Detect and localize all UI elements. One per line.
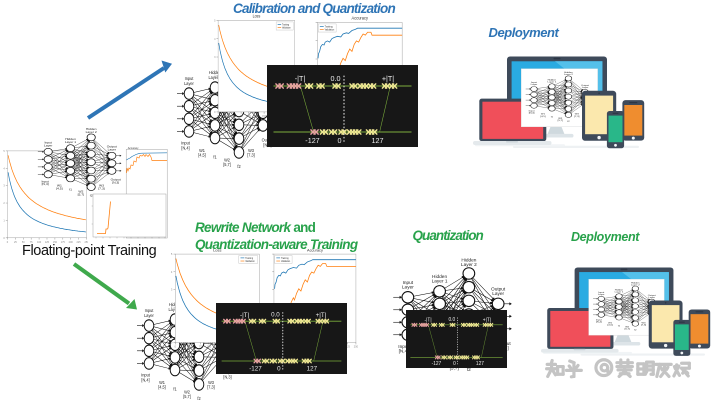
svg-text:Accuracy: Accuracy: [128, 146, 139, 150]
